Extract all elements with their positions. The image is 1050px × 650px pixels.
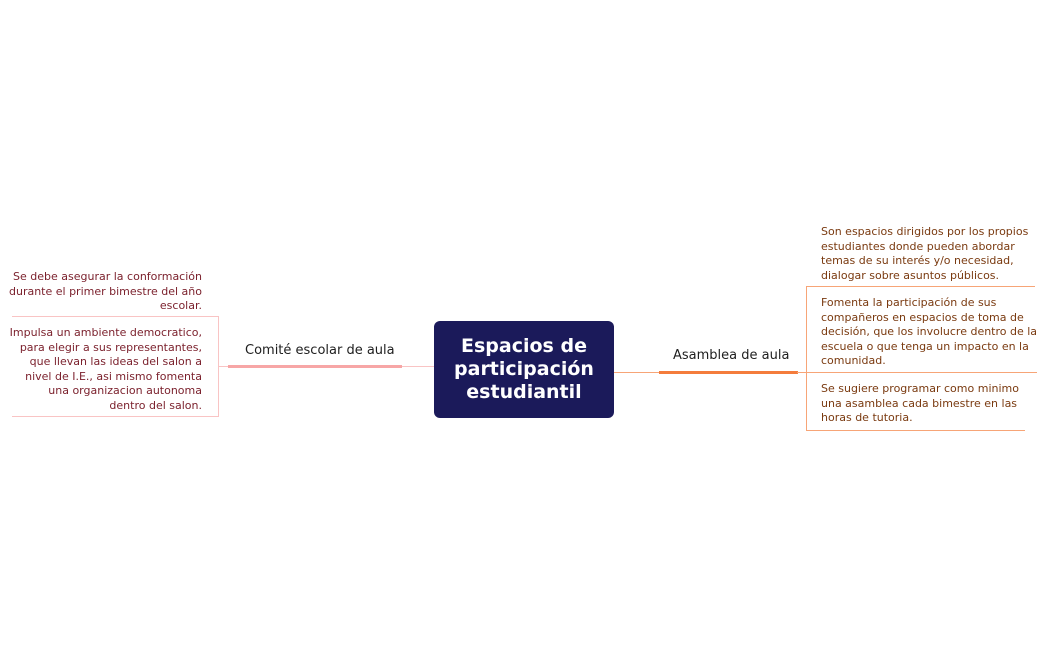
left-branch-link: [218, 366, 228, 367]
central-topic-node[interactable]: Espacios de participación estudiantil: [434, 321, 614, 418]
leaf-line: Impulsa un ambiente democratico,: [9, 326, 202, 339]
left-connector: [401, 366, 434, 367]
leaf-line: Se sugiere programar como minimo: [821, 382, 1019, 395]
leaf-line: Se debe asegurar la conformación: [13, 270, 202, 283]
leaf-line: comunidad.: [821, 354, 886, 367]
right-connector: [614, 372, 659, 373]
right-leaf-vertical: [806, 286, 807, 431]
right-leaf-top-line: [806, 286, 1035, 287]
left-leaf-divider: [12, 316, 219, 317]
left-branch-underline: [228, 365, 402, 368]
leaf-line: una organizacion autonoma: [48, 384, 202, 397]
leaf-line: estudiantes donde pueden abordar: [821, 239, 1015, 253]
central-topic-line: estudiantil: [466, 381, 582, 403]
right-branch-underline: [659, 371, 798, 374]
leaf-line: horas de tutoria.: [821, 411, 913, 424]
leaf-line: escuela o que tenga un impacto en la: [821, 339, 1029, 353]
branch-asamblea-de-aula[interactable]: Asamblea de aula: [673, 348, 790, 363]
leaf-asamblea-3[interactable]: Se sugiere programar como minimo una asa…: [821, 382, 1046, 426]
right-branch-link: [797, 372, 807, 373]
central-topic-line: Espacios de: [461, 335, 587, 357]
leaf-asamblea-1[interactable]: Son espacios dirigidos por los propios e…: [821, 225, 1046, 283]
right-leaf-bottom-line: [806, 430, 1025, 431]
leaf-comite-1[interactable]: Se debe asegurar la conformación durante…: [2, 270, 202, 314]
leaf-line: durante el primer bimestre del año: [8, 284, 202, 298]
leaf-line: compañeros en espacios de toma de: [821, 310, 1024, 324]
right-leaf-divider: [806, 372, 1037, 373]
central-topic-line: participación: [454, 358, 594, 380]
left-leaf-bottom-line: [12, 416, 219, 417]
leaf-comite-2[interactable]: Impulsa un ambiente democratico, para el…: [2, 326, 202, 413]
leaf-line: dentro del salon.: [109, 398, 202, 412]
leaf-line: decisión, que los involucre dentro de la: [821, 325, 1038, 338]
leaf-line: una asamblea cada bimestre en las: [821, 396, 1018, 410]
leaf-line: nivel de I.E., asi mismo fomenta: [25, 369, 202, 383]
leaf-line: dialogar sobre asuntos públicos.: [821, 268, 1000, 282]
leaf-line: Son espacios dirigidos por los propios: [821, 225, 1029, 238]
leaf-asamblea-2[interactable]: Fomenta la participación de sus compañer…: [821, 296, 1046, 369]
central-topic-text: Espacios de participación estudiantil: [454, 335, 594, 404]
leaf-line: escolar.: [159, 299, 202, 312]
left-leaf-vertical: [218, 316, 219, 417]
leaf-line: que llevan las ideas del salon a: [29, 355, 202, 368]
leaf-line: Fomenta la participación de sus: [821, 296, 997, 309]
leaf-line: para elegir a sus representantes,: [19, 340, 202, 354]
branch-comite-escolar-de-aula[interactable]: Comité escolar de aula: [245, 343, 395, 358]
leaf-line: temas de su interés y/o necesidad,: [821, 254, 1014, 267]
